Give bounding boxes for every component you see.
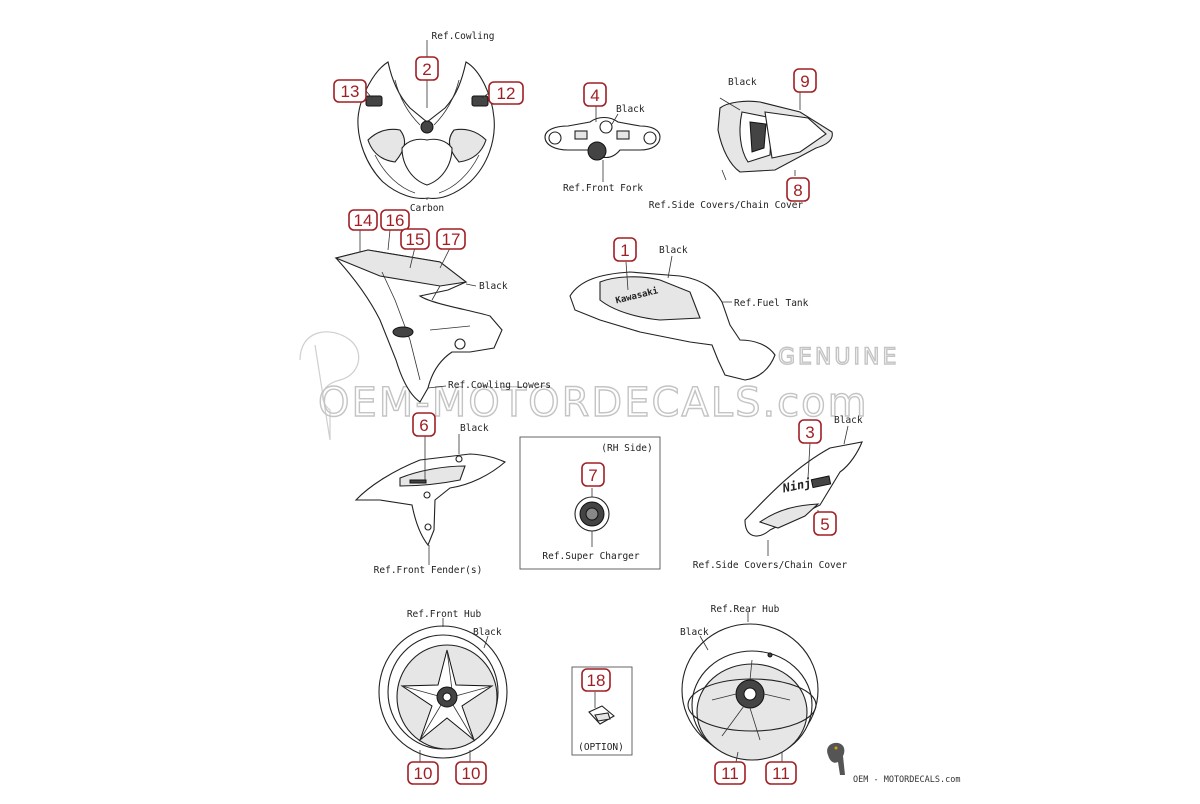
callout-3: 3	[798, 419, 822, 444]
tail-cowl-part: Black Ref.Side Covers/Chain Cover 9 8	[649, 68, 833, 211]
ref-front-fenders-label: Ref.Front Fender(s)	[374, 565, 483, 576]
cowling-lower-part: Black Ref.Cowling Lowers 14 16 15 17	[334, 209, 551, 403]
callout-13: 13	[333, 79, 373, 103]
rh-side-label: (RH Side)	[601, 443, 652, 454]
ref-super-charger-label: Ref.Super Charger	[542, 551, 640, 562]
ref-side-covers-top-label: Ref.Side Covers/Chain Cover	[649, 200, 804, 211]
ref-front-hub-label: Ref.Front Hub	[407, 609, 482, 620]
fork-clamp-part: Black Ref.Front Fork 4	[544, 82, 661, 194]
black-label-tank: Black	[659, 245, 688, 256]
svg-text:3: 3	[805, 423, 814, 442]
svg-text:1: 1	[620, 241, 629, 260]
svg-text:17: 17	[442, 230, 461, 249]
footer-bird-icon	[827, 742, 845, 775]
side-cover-part: Ninja Black Ref.Side Covers/Chain Cover …	[693, 415, 863, 571]
black-label-rear-hub: Black	[680, 627, 709, 638]
svg-text:9: 9	[800, 72, 809, 91]
callout-16: 16	[380, 209, 410, 231]
svg-text:10: 10	[462, 764, 481, 783]
front-wheel-part: Ref.Front Hub Black 10 10	[378, 609, 508, 785]
svg-text:11: 11	[721, 764, 739, 783]
front-fender-part: Black Ref.Front Fender(s) 6	[354, 412, 507, 576]
callout-11a: 11	[714, 761, 746, 785]
option-label: (OPTION)	[578, 742, 624, 753]
svg-text:7: 7	[588, 466, 597, 485]
svg-text:13: 13	[341, 82, 360, 101]
callout-18: 18	[581, 668, 611, 692]
callout-17: 17	[436, 228, 466, 250]
svg-text:12: 12	[497, 84, 516, 103]
black-label-4: Black	[616, 104, 645, 115]
svg-text:14: 14	[354, 211, 373, 230]
watermark-genuine: GENUINE	[778, 345, 899, 370]
ref-front-fork-label: Ref.Front Fork	[563, 183, 643, 194]
callout-8: 8	[786, 177, 810, 202]
callout-9: 9	[793, 68, 817, 93]
svg-text:15: 15	[406, 230, 425, 249]
carbon-label: Carbon	[410, 203, 444, 214]
svg-text:2: 2	[422, 60, 431, 79]
svg-text:5: 5	[820, 515, 829, 534]
callout-2: 2	[415, 56, 439, 81]
fuel-tank-part: Kawasaki Black Ref.Fuel Tank 1	[569, 237, 809, 381]
ref-side-covers-bottom-label: Ref.Side Covers/Chain Cover	[693, 560, 848, 571]
callout-14: 14	[348, 209, 378, 231]
callout-10b: 10	[455, 761, 487, 785]
black-label-fender: Black	[460, 423, 489, 434]
black-label-cowl-lower: Black	[479, 281, 508, 292]
callout-6: 6	[412, 412, 436, 437]
ref-cowling-lowers-label: Ref.Cowling Lowers	[448, 380, 551, 391]
svg-text:8: 8	[793, 181, 802, 200]
svg-text:16: 16	[386, 211, 405, 230]
option-frame	[571, 666, 633, 756]
callout-4: 4	[583, 82, 607, 107]
cowling-part: Ref.Cowling Carbon 13 2 12	[333, 31, 524, 214]
super-charger-panel: (RH Side) Ref.Super Charger 7	[519, 436, 661, 570]
callout-11b: 11	[765, 761, 797, 785]
callout-5: 5	[813, 511, 837, 536]
ref-fuel-tank-label: Ref.Fuel Tank	[734, 298, 809, 309]
black-label-front-hub: Black	[473, 627, 502, 638]
svg-text:18: 18	[587, 671, 606, 690]
callout-12: 12	[481, 81, 524, 105]
svg-text:10: 10	[414, 764, 433, 783]
watermark-main: OEM-MOTORDECALS.com	[318, 380, 869, 426]
footer-site: OEM - MOTORDECALS.com	[853, 775, 960, 785]
black-label-side: Black	[834, 415, 863, 426]
callout-10a: 10	[407, 761, 439, 785]
footer-logo: OEM - MOTORDECALS.com	[827, 742, 960, 785]
svg-text:4: 4	[590, 86, 599, 105]
svg-text:6: 6	[419, 416, 428, 435]
ref-rear-hub-label: Ref.Rear Hub	[711, 604, 780, 615]
callout-7: 7	[581, 462, 605, 487]
super-charger-frame	[519, 436, 661, 570]
svg-text:11: 11	[772, 764, 790, 783]
callout-15: 15	[400, 228, 430, 250]
option-panel: (OPTION) 18	[571, 666, 633, 756]
black-label-9: Black	[728, 77, 757, 88]
rear-wheel-part: Ref.Rear Hub Black 11 11	[680, 604, 819, 785]
callout-1: 1	[613, 237, 637, 262]
ref-cowling-label: Ref.Cowling	[432, 31, 495, 42]
